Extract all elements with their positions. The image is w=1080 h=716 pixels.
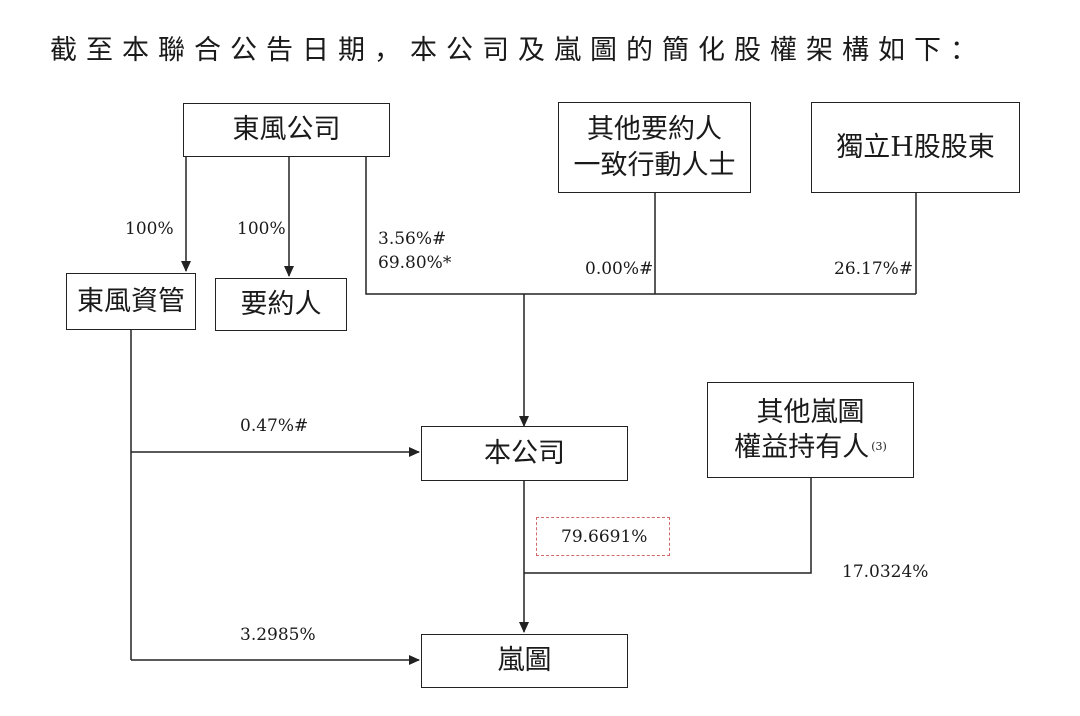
label-indep-company: 26.17%# [834,259,914,279]
entity-other-voyah-line2: 權益持有人 [734,432,870,463]
entity-other-offeror-concert: 其他要約人 一致行動人士 [558,102,751,193]
entity-other-voyah-line2-wrap: 權益持有人(3) [734,430,887,465]
highlight-box [536,517,670,556]
label-df-offeror: 100% [237,219,286,239]
label-df-company-1: 3.56%# [378,229,447,249]
entity-independent-h-label: 獨立H股股東 [836,131,995,163]
entity-other-offeror-line1: 其他要約人 [587,114,722,146]
footnote-3: (3) [871,440,887,453]
entity-other-voyah-line1: 其他嵐圖 [756,396,865,428]
entity-dongfeng-am-label: 東風資管 [77,285,185,317]
entity-dongfeng-label: 東風公司 [232,114,341,146]
entity-company: 本公司 [421,426,628,481]
entity-other-offeror-line2: 一致行動人士 [573,149,736,181]
label-othervoyah-voyah: 17.0324% [842,562,929,582]
edge-df-bus [365,157,916,295]
label-company-voyah: 79.6691% [561,527,648,547]
label-df-am: 100% [125,219,174,239]
entity-dongfeng: 東風公司 [183,103,390,157]
diagram-heading: 截至本聯合公告日期，本公司及嵐圖的簡化股權架構如下： [50,35,986,66]
label-am-company: 0.47%# [240,416,309,436]
label-am-voyah: 3.2985% [240,625,316,645]
entity-voyah: 嵐圖 [421,634,628,688]
entity-independent-h: 獨立H股股東 [811,102,1020,193]
entity-company-label: 本公司 [484,437,565,469]
entity-voyah-label: 嵐圖 [497,645,552,677]
edge-othervoyah-voyah [524,478,812,574]
label-others-company: 0.00%# [585,259,654,279]
entity-offeror: 要約人 [215,278,347,331]
entity-dongfeng-am: 東風資管 [66,273,196,330]
entity-other-voyah-holders: 其他嵐圖 權益持有人(3) [707,382,914,478]
label-df-company-2: 69.80%* [378,253,452,273]
entity-offeror-label: 要約人 [240,288,322,320]
